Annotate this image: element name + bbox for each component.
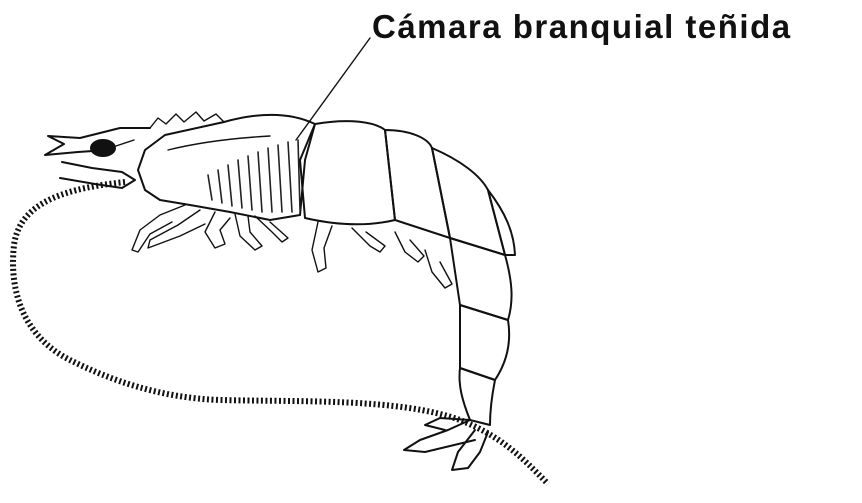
carapace xyxy=(138,115,315,220)
gill-chamber-stain xyxy=(208,140,300,212)
rostrum-teeth xyxy=(150,112,224,128)
abdomen-segments xyxy=(300,121,515,425)
carapace-groove xyxy=(168,136,270,150)
eye-stalk xyxy=(116,140,134,146)
label-leader-line xyxy=(296,38,370,140)
walking-legs xyxy=(132,205,288,252)
eye xyxy=(90,139,116,157)
